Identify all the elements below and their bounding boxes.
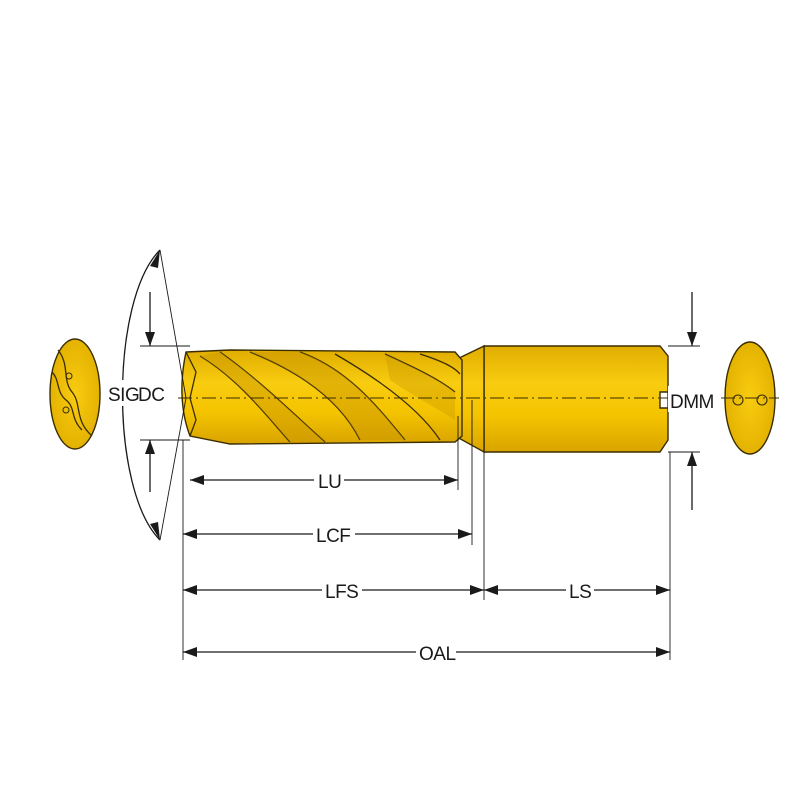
shank — [483, 345, 669, 453]
ls-label: LS — [569, 582, 591, 603]
lfs-label: LFS — [325, 582, 358, 603]
dmm-label: DMM — [670, 392, 714, 413]
lu-label: LU — [318, 472, 341, 493]
dc-dimension — [140, 292, 190, 492]
drill-body — [181, 344, 669, 454]
shank-end-view — [721, 341, 779, 455]
fluted-section — [181, 349, 463, 445]
lcf-label: LCF — [316, 526, 350, 547]
dc-label: DC — [138, 385, 164, 406]
sig-label: SIG — [108, 385, 139, 406]
dmm-dimension — [668, 292, 700, 510]
tip-end-view — [49, 338, 101, 450]
oal-label: OAL — [419, 644, 456, 665]
